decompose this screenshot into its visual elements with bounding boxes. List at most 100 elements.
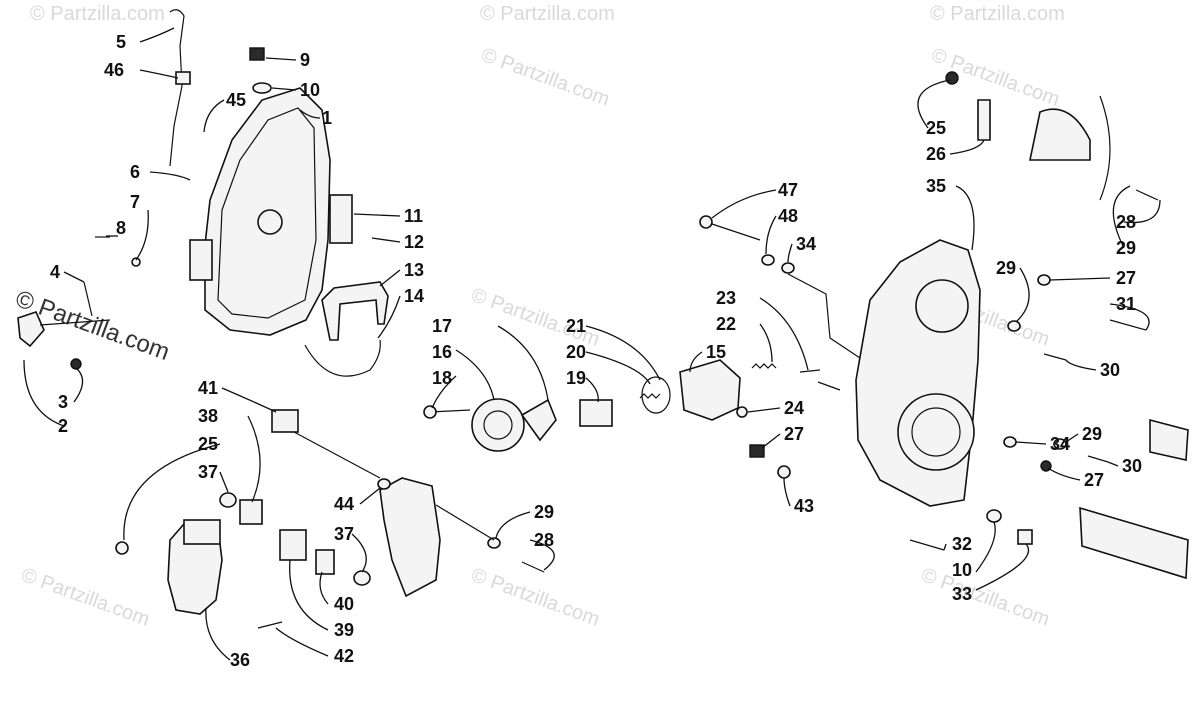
cotter-pin bbox=[83, 281, 93, 317]
leader-line bbox=[139, 27, 175, 43]
washer-icon bbox=[377, 478, 391, 490]
callout-36: 36 bbox=[230, 650, 250, 670]
leader-line bbox=[205, 607, 231, 661]
shaft-lower bbox=[1079, 506, 1189, 580]
leader-line bbox=[975, 543, 1030, 591]
leader-line bbox=[949, 139, 985, 155]
bolt-icon bbox=[1043, 353, 1067, 361]
leader-line bbox=[1123, 199, 1161, 224]
leader-line bbox=[203, 99, 225, 133]
o-ring bbox=[641, 376, 671, 414]
callout-16: 16 bbox=[432, 342, 452, 362]
callout-leaders bbox=[23, 27, 1161, 661]
washer-icon bbox=[252, 82, 272, 94]
callout-18: 18 bbox=[432, 368, 452, 388]
callout-29: 29 bbox=[1116, 238, 1136, 258]
leader-line bbox=[1049, 277, 1111, 281]
callout-14: 14 bbox=[404, 286, 424, 306]
leader-line bbox=[529, 539, 555, 571]
cover-boss bbox=[257, 209, 283, 235]
callout-29: 29 bbox=[996, 258, 1016, 278]
chaincase-cover-assembly bbox=[17, 9, 389, 377]
gear-case-assembly bbox=[855, 71, 1189, 580]
dipstick-cable bbox=[169, 9, 185, 167]
callout-35: 35 bbox=[926, 176, 946, 196]
callout-3: 3 bbox=[58, 392, 68, 412]
callout-48: 48 bbox=[778, 206, 798, 226]
bolt-icon bbox=[1087, 455, 1109, 463]
watermark-text: © Partzilla.com bbox=[918, 564, 1052, 631]
leader-line bbox=[747, 407, 781, 413]
callout-7: 7 bbox=[130, 192, 140, 212]
lever-shaft bbox=[39, 319, 111, 326]
callout-44: 44 bbox=[334, 494, 354, 514]
callout-17: 17 bbox=[432, 316, 452, 336]
callout-20: 20 bbox=[566, 342, 586, 362]
callout-5: 5 bbox=[116, 32, 126, 52]
sleeve-icon bbox=[271, 409, 299, 433]
leader-line bbox=[711, 189, 777, 219]
callout-10: 10 bbox=[952, 560, 972, 580]
callout-9: 9 bbox=[300, 50, 310, 70]
leader-line bbox=[299, 109, 321, 119]
spring-icon bbox=[751, 363, 777, 369]
leader-line bbox=[123, 443, 221, 541]
washer-icon bbox=[353, 570, 371, 586]
cover-mount-tab bbox=[189, 239, 213, 281]
leader-line bbox=[495, 511, 531, 539]
shift-linkage-plate bbox=[379, 477, 441, 598]
watermark-text: © Partzilla.com bbox=[930, 3, 1065, 25]
case-bearing-bore-upper bbox=[915, 279, 969, 333]
washer-icon bbox=[781, 262, 795, 274]
callout-27: 27 bbox=[1116, 268, 1136, 288]
leader-line bbox=[759, 323, 773, 363]
shift-lever-assembly bbox=[115, 409, 545, 629]
bolt-head-icon bbox=[423, 405, 437, 419]
leader-line bbox=[1065, 359, 1097, 371]
callout-25: 25 bbox=[198, 434, 218, 454]
leader-line bbox=[759, 297, 809, 371]
bolt-head-icon bbox=[699, 215, 713, 229]
shaft-upper bbox=[1149, 418, 1189, 461]
leader-line bbox=[63, 271, 85, 283]
callout-46: 46 bbox=[104, 60, 124, 80]
leader-line bbox=[585, 377, 599, 403]
leader-line bbox=[943, 543, 947, 551]
callout-41: 41 bbox=[198, 378, 218, 398]
tensioner-housing bbox=[679, 359, 741, 421]
callout-30: 30 bbox=[1100, 360, 1120, 380]
pin-icon bbox=[799, 369, 821, 373]
leader-line bbox=[1015, 267, 1030, 323]
nut-icon bbox=[749, 444, 765, 458]
spacer-icon bbox=[315, 549, 335, 575]
leader-line bbox=[353, 213, 401, 217]
callout-1: 1 bbox=[322, 108, 332, 128]
leader-line bbox=[379, 269, 401, 287]
leader-line bbox=[149, 171, 191, 181]
callout-11: 11 bbox=[404, 206, 423, 226]
leader-line bbox=[23, 359, 65, 427]
callout-30: 30 bbox=[1122, 456, 1142, 476]
leader-line bbox=[359, 487, 381, 505]
washer-icon bbox=[131, 257, 141, 267]
callout-25: 25 bbox=[926, 118, 946, 138]
callout-42: 42 bbox=[334, 646, 354, 666]
leader-line bbox=[497, 325, 549, 401]
assembly-guide-line bbox=[787, 273, 861, 359]
callout-6: 6 bbox=[130, 162, 140, 182]
callout-34: 34 bbox=[1050, 434, 1070, 454]
leader-line bbox=[1047, 467, 1081, 481]
callout-37: 37 bbox=[198, 462, 218, 482]
bolt-icon bbox=[257, 621, 283, 629]
washer-icon bbox=[1007, 320, 1021, 332]
leader-line bbox=[1107, 461, 1119, 467]
case-bearing-bore-lower bbox=[897, 393, 975, 471]
leader-line bbox=[271, 87, 297, 91]
washer-icon bbox=[986, 509, 1002, 523]
callout-27: 27 bbox=[784, 424, 804, 444]
cable-bracket bbox=[175, 71, 191, 85]
watermark-text: © Partzilla.com bbox=[468, 564, 602, 631]
tensioner-cap bbox=[471, 398, 525, 452]
leader-line bbox=[351, 533, 367, 573]
